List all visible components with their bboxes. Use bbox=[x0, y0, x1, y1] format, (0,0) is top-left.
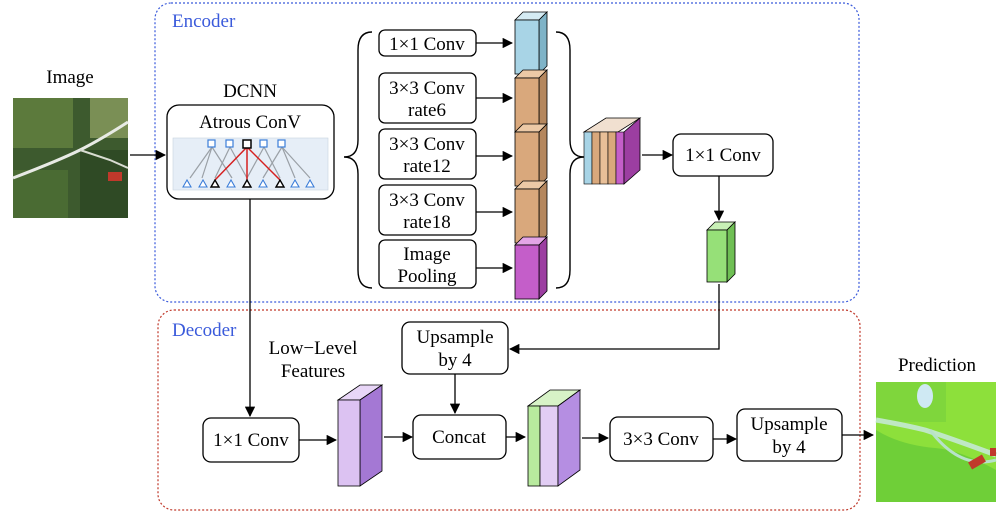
feature-block-pooling bbox=[514, 236, 548, 300]
aspp-rate6-label-2: rate6 bbox=[408, 100, 446, 121]
concat-label: Concat bbox=[432, 427, 487, 448]
aspp-rate18-label-2: rate18 bbox=[403, 212, 450, 233]
aspp-left-brace bbox=[343, 31, 373, 289]
encoder-output-block bbox=[706, 221, 736, 283]
aspp-rate18-label-1: 3×3 Conv bbox=[389, 190, 465, 211]
upsample-out-label-1: Upsample bbox=[750, 414, 827, 435]
feature-block-conv1x1 bbox=[514, 11, 548, 75]
upsample-top-label-2: by 4 bbox=[438, 350, 472, 371]
image-label: Image bbox=[46, 67, 93, 88]
aspp-concat-stack bbox=[582, 117, 642, 185]
decoder-conv1x1-label: 1×1 Conv bbox=[213, 430, 289, 451]
aspp-rate18-box bbox=[378, 184, 477, 236]
aspp-pooling-label-1: Image bbox=[403, 244, 450, 265]
prediction-label: Prediction bbox=[898, 355, 977, 376]
feature-block-rate12 bbox=[514, 123, 548, 187]
encoder-conv1x1-box bbox=[672, 133, 774, 177]
prediction-segmentation-map bbox=[875, 382, 997, 502]
upsample-out-label-2: by 4 bbox=[772, 437, 806, 458]
aspp-rate6-label-1: 3×3 Conv bbox=[389, 78, 465, 99]
low-level-label-2: Features bbox=[281, 361, 345, 382]
aspp-pooling-label-2: Pooling bbox=[397, 266, 457, 287]
dcnn-label: DCNN bbox=[223, 81, 277, 102]
atrous-conv-label: Atrous ConV bbox=[199, 112, 301, 133]
input-satellite-image bbox=[12, 98, 129, 218]
decoder-conv3x3-label: 3×3 Conv bbox=[623, 429, 699, 450]
aspp-right-brace bbox=[555, 31, 585, 289]
encoder-conv1x1-label: 1×1 Conv bbox=[685, 145, 761, 166]
atrous-conv-icon bbox=[172, 137, 329, 191]
aspp-pooling-box bbox=[378, 239, 477, 289]
encoder-title: Encoder bbox=[172, 11, 236, 32]
upsample-top-label-1: Upsample bbox=[416, 327, 493, 348]
concat-feature-block bbox=[526, 389, 582, 487]
aspp-conv1x1-label: 1×1 Conv bbox=[389, 34, 465, 55]
aspp-rate12-box bbox=[378, 128, 477, 180]
feature-block-rate6 bbox=[514, 69, 548, 133]
low-level-feature-block bbox=[336, 384, 384, 487]
aspp-rate12-label-1: 3×3 Conv bbox=[389, 134, 465, 155]
encoder-region bbox=[154, 2, 860, 303]
feature-block-rate18 bbox=[514, 180, 548, 244]
low-level-label-1: Low−Level bbox=[269, 338, 358, 359]
decoder-title: Decoder bbox=[172, 320, 237, 341]
aspp-rate12-label-2: rate12 bbox=[403, 156, 450, 177]
